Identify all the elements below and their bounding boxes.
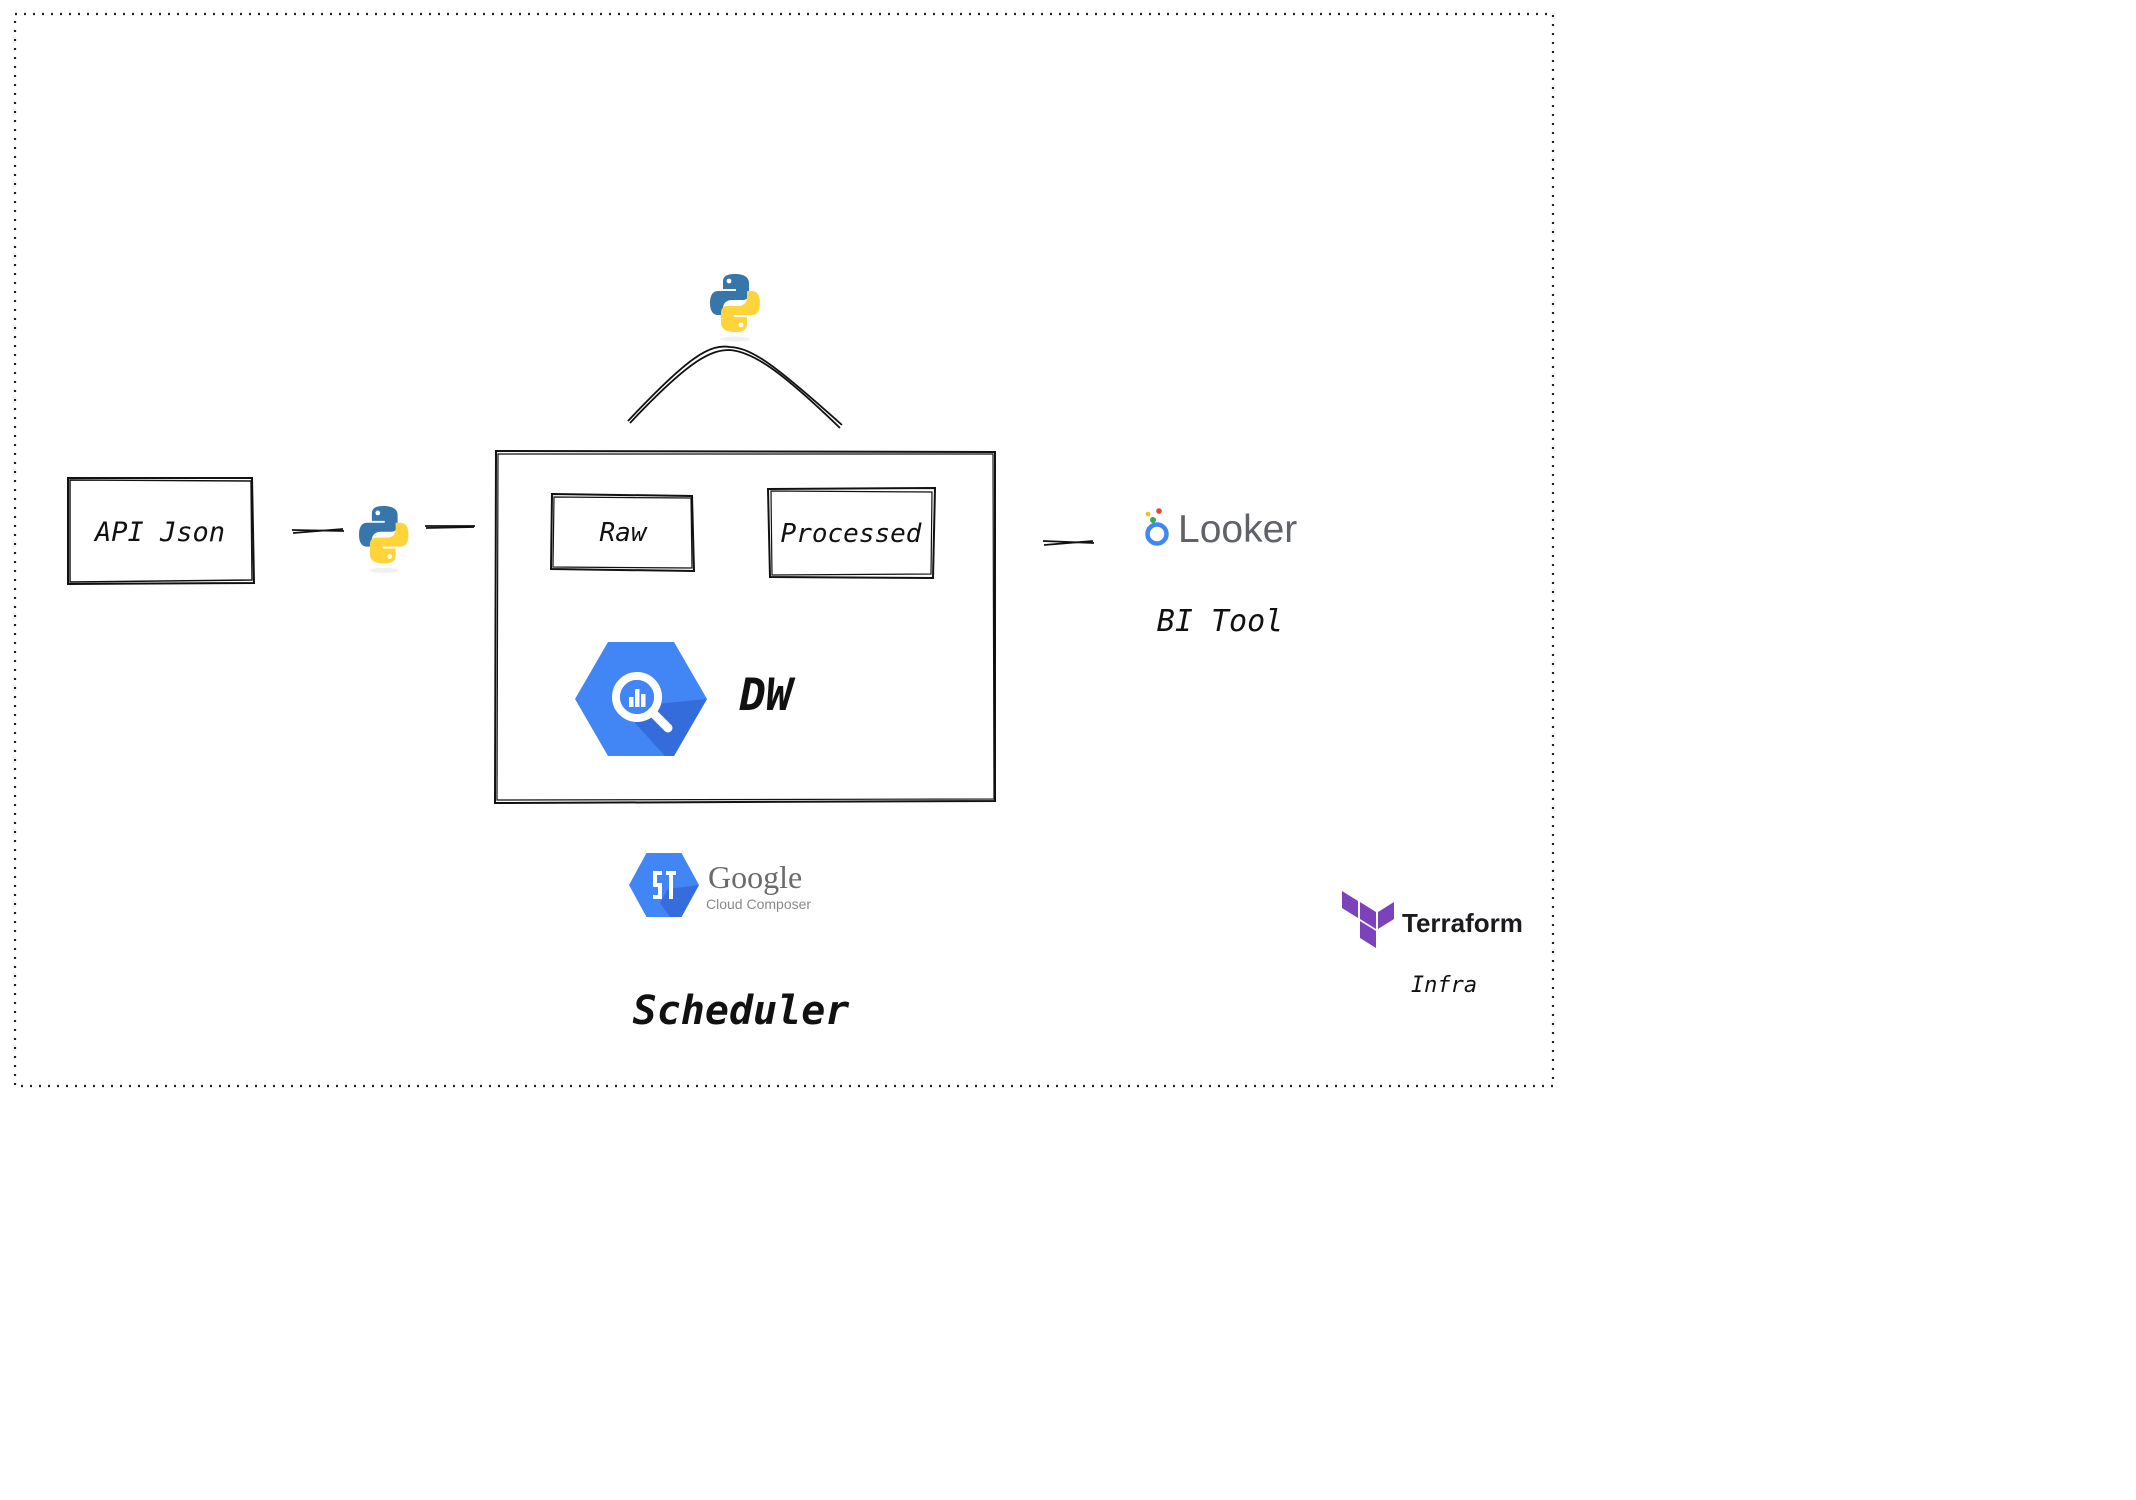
api-json-label: API Json	[93, 517, 225, 548]
dw-container	[493, 449, 996, 805]
terraform-logo-text: Terraform	[1402, 908, 1523, 938]
terraform-icon	[1342, 891, 1394, 948]
dw-label: DW	[739, 670, 796, 721]
scheduler-label: Scheduler	[633, 988, 850, 1034]
processed-label: Processed	[781, 519, 922, 549]
google-logo-text: Google	[708, 859, 802, 895]
architecture-diagram: API Json Raw Processed	[13, 12, 1555, 1088]
cloud-composer-logo-text: Cloud Composer	[706, 896, 811, 912]
looker-icon	[1145, 508, 1169, 546]
connector-python-dw	[425, 525, 475, 529]
processed-layer-box: Processed	[766, 486, 937, 580]
outer-frame	[13, 12, 1555, 1088]
raw-layer-box: Raw	[549, 492, 696, 573]
transform-loop-arc	[627, 345, 843, 429]
connector-source-python	[291, 528, 345, 534]
infra-label: Infra	[1411, 973, 1477, 998]
python-icon	[710, 274, 760, 342]
looker-logo-text: Looker	[1178, 508, 1297, 551]
bigquery-icon	[575, 642, 707, 756]
api-json-box: API Json	[67, 477, 256, 586]
python-icon	[359, 505, 409, 573]
bi-tool-label: BI Tool	[1157, 604, 1283, 639]
connector-dw-bi	[1042, 540, 1095, 546]
raw-label: Raw	[600, 518, 648, 548]
cloud-composer-icon	[629, 853, 699, 917]
